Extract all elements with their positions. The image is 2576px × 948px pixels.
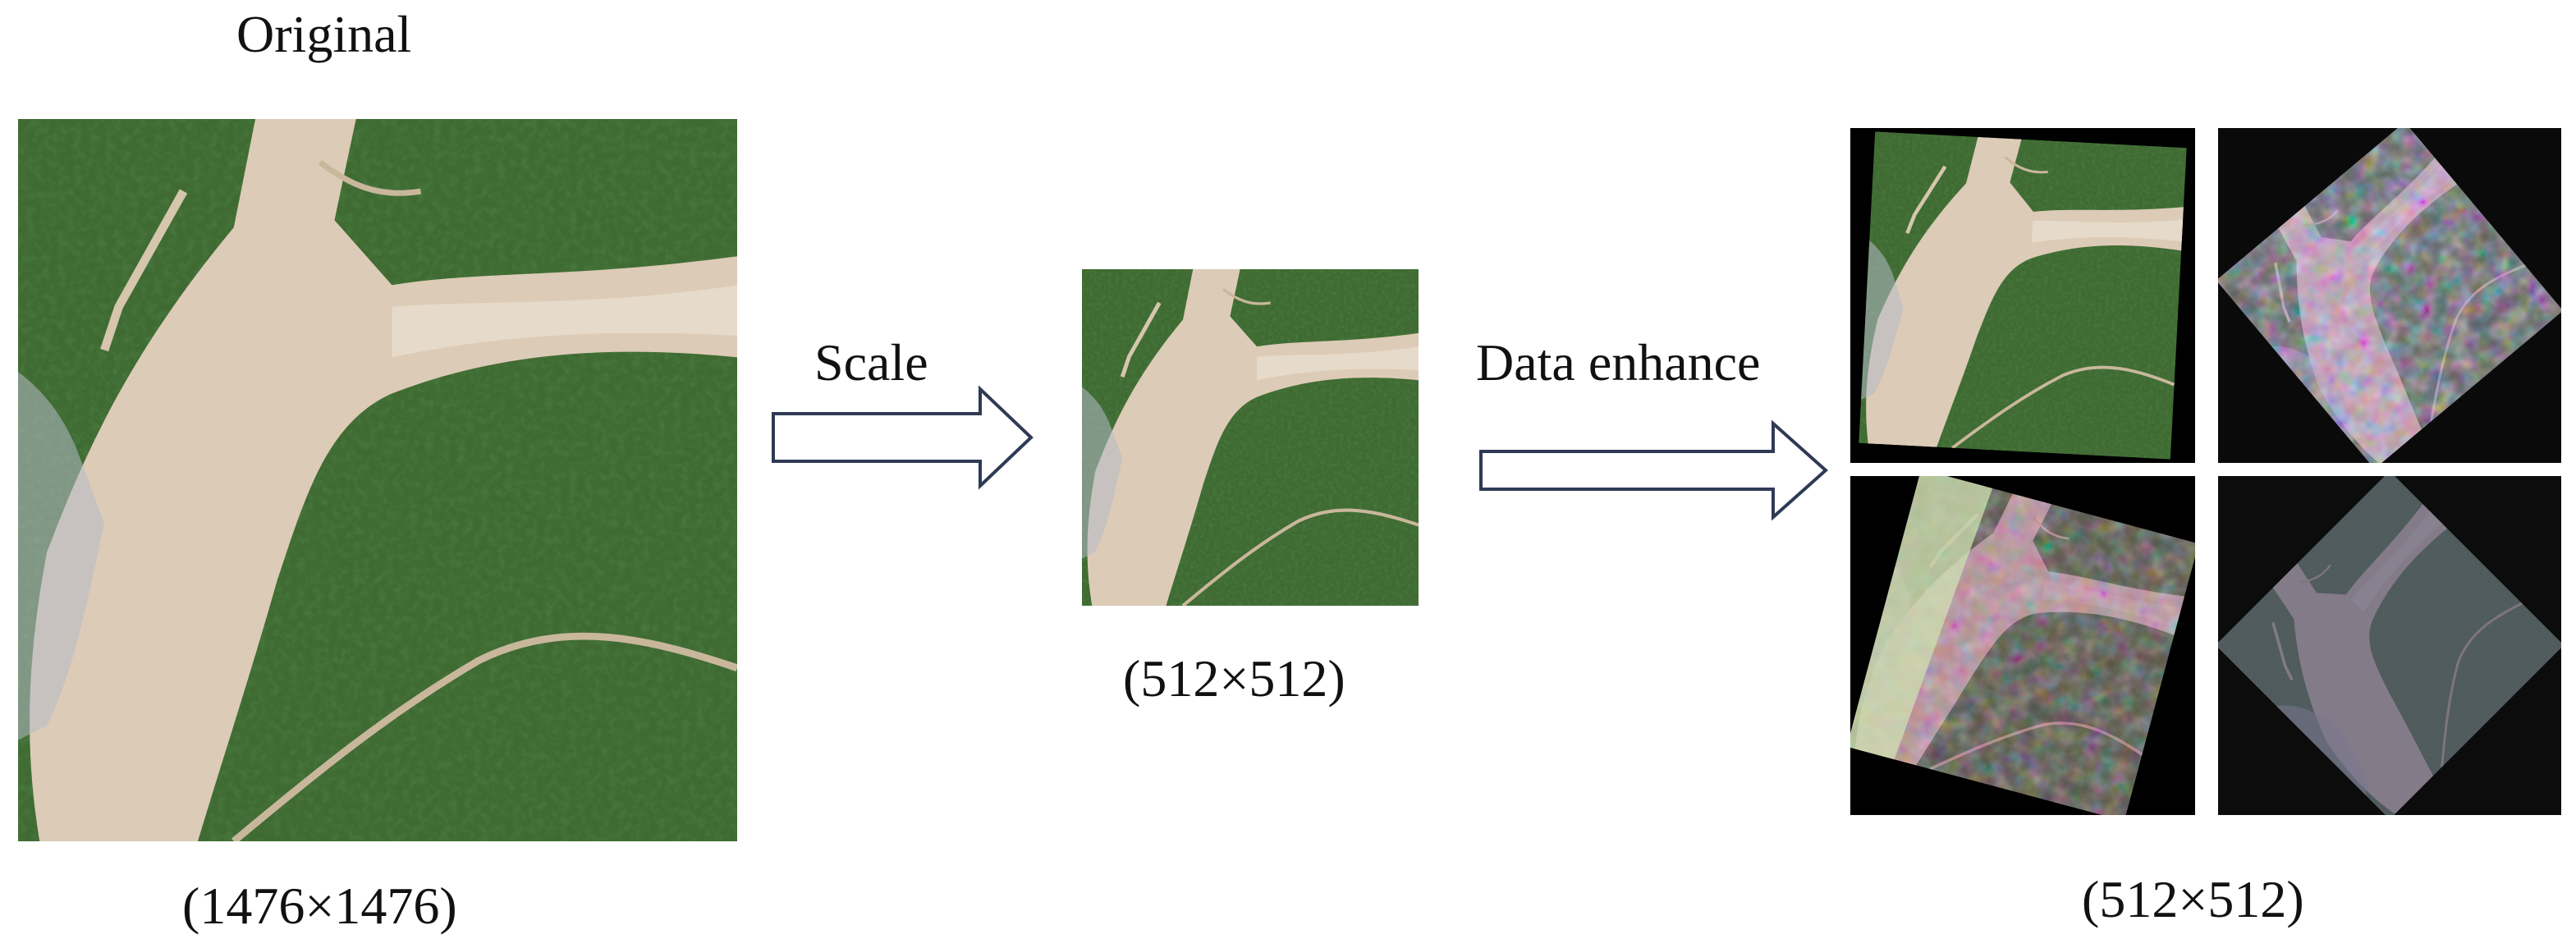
augmented-image-4	[2218, 476, 2561, 815]
enhanced-size-label: (512×512)	[2082, 870, 2304, 928]
augmented-image-2	[2218, 128, 2561, 463]
augmented-image-1	[1850, 128, 2195, 463]
data-enhance-label: Data enhance	[1476, 333, 1761, 392]
original-size-label: (1476×1476)	[182, 877, 457, 935]
scale-label: Scale	[814, 333, 928, 392]
scaled-image	[1082, 269, 1419, 606]
augmented-image-3	[1850, 476, 2195, 815]
enhance-arrow-icon	[1479, 419, 1829, 521]
scale-arrow-icon	[772, 385, 1034, 490]
original-image	[18, 119, 737, 841]
scaled-size-label: (512×512)	[1123, 649, 1345, 708]
original-title: Original	[236, 5, 412, 63]
